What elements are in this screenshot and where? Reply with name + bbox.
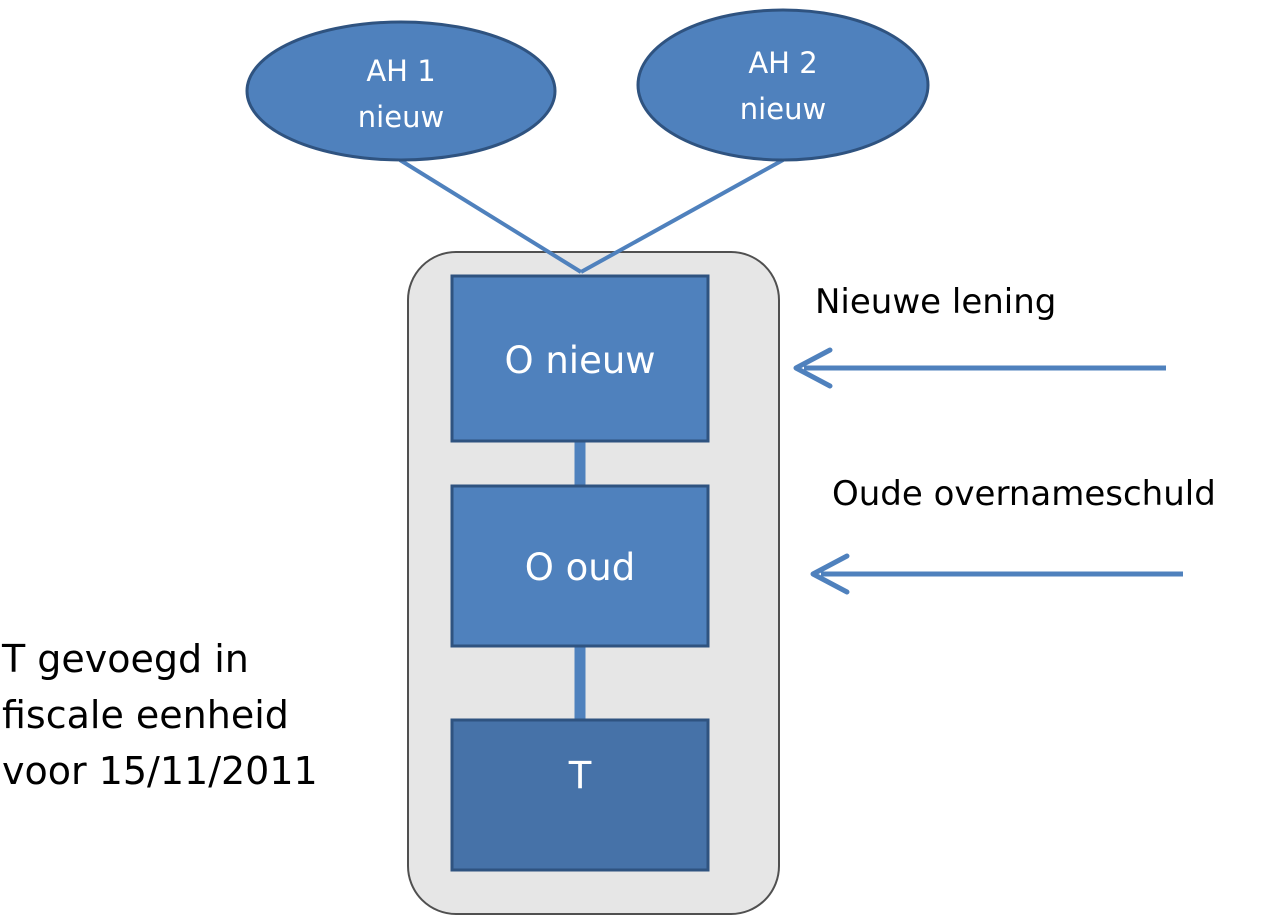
shareholder-ah2-node — [636, 8, 930, 162]
connector-ah1-o-nieuw — [398, 158, 583, 274]
t-note-line1: T gevoegd in — [1, 637, 249, 681]
old-debt-label: Oude overnameschuld — [832, 474, 1216, 514]
shareholder-ah1-node — [245, 20, 557, 162]
shareholder-ah1-line1: AH 1 — [366, 54, 435, 88]
shareholder-ah1-line2: nieuw — [358, 100, 444, 134]
o-oud-label: O oud — [525, 546, 635, 589]
o-oud-box — [450, 484, 710, 648]
connector-ah2-o-nieuw — [580, 158, 784, 274]
shareholder-ah2-line1: AH 2 — [748, 46, 817, 80]
t-label: T — [568, 754, 592, 797]
new-loan-label: Nieuwe lening — [815, 282, 1056, 322]
t-note-line3: voor 15/11/2011 — [2, 749, 318, 793]
new-loan-arrowhead — [793, 347, 833, 389]
o-nieuw-box — [450, 274, 710, 443]
shareholder-ah2-line2: nieuw — [740, 92, 826, 126]
t-box — [450, 718, 710, 872]
old-debt-arrowhead — [810, 553, 850, 595]
o-nieuw-label: O nieuw — [504, 339, 655, 382]
t-note-line2: fiscale eenheid — [2, 693, 289, 737]
